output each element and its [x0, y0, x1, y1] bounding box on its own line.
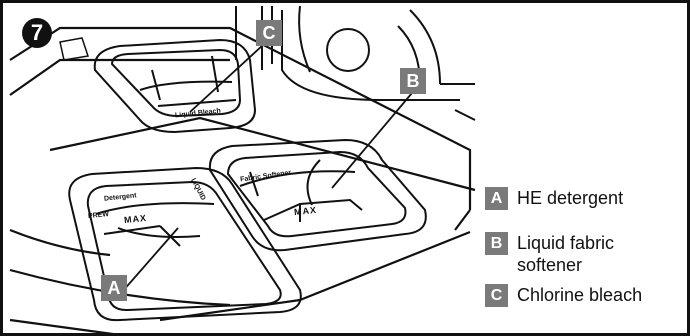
legend-text: Liquid fabric softener: [517, 233, 615, 275]
legend-text: HE detergent: [517, 188, 624, 208]
legend-item-fabric-softener: B Liquid fabric softener: [485, 232, 614, 276]
legend-badge: A: [485, 187, 508, 210]
callout-b: B: [400, 68, 426, 94]
legend-text: Chlorine bleach: [517, 285, 643, 305]
legend-badge: C: [485, 284, 508, 307]
detergent-compartment: [68, 166, 302, 322]
step-number-badge: 7: [22, 18, 52, 48]
small-button: [59, 37, 89, 61]
legend-item-chlorine-bleach: C Chlorine bleach: [485, 284, 642, 307]
legend-badge: B: [485, 232, 508, 255]
callout-a: A: [101, 275, 127, 301]
legend-item-he-detergent: A HE detergent: [485, 187, 623, 210]
softener-compartment: [208, 138, 427, 252]
leader-lines: [121, 44, 413, 293]
callout-c: C: [256, 20, 282, 46]
